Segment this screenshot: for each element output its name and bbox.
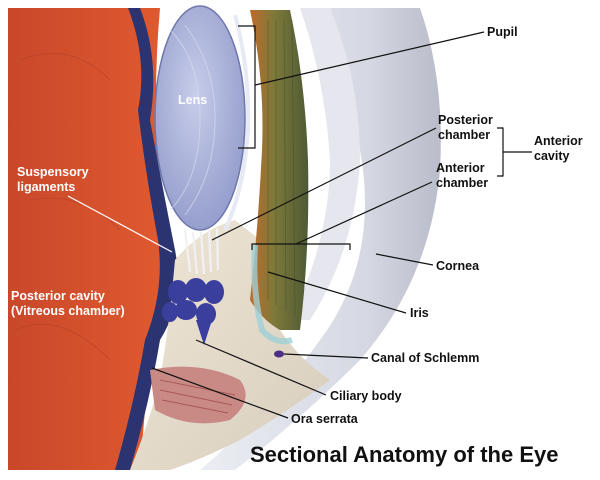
suspensory-ligaments-label-2: ligaments <box>17 180 75 194</box>
iris-pigment-edge <box>251 244 293 345</box>
lens-label: Lens <box>178 93 207 107</box>
diagram-title: Sectional Anatomy of the Eye <box>250 442 558 467</box>
vitreous-chamber <box>8 8 168 470</box>
canal-of-schlemm-structure <box>274 350 284 358</box>
ciliary-muscle <box>150 366 246 424</box>
ora-serrata-leader <box>151 367 289 419</box>
anterior-chamber <box>290 8 360 320</box>
pupil-label: Pupil <box>487 25 518 39</box>
anterior-chamber-bracket <box>251 243 351 250</box>
anterior-chamber-label-2: chamber <box>436 176 488 190</box>
posterior-cavity-label-2: (Vitreous chamber) <box>11 304 125 318</box>
pupil-leader <box>254 31 485 86</box>
ciliary-muscle-fibers <box>159 379 236 414</box>
ciliary-body-label: Ciliary body <box>330 389 402 403</box>
iris-label: Iris <box>410 306 429 320</box>
suspensory-ligament-fibers <box>183 227 220 275</box>
posterior-cavity-label-1: Posterior cavity <box>11 289 105 303</box>
ora-serrata-label: Ora serrata <box>291 412 359 426</box>
retinal-vessels <box>14 52 121 361</box>
ciliary-processes <box>162 278 224 345</box>
cornea-label: Cornea <box>436 259 480 273</box>
iris-texture <box>267 19 296 316</box>
posterior-chamber-label-2: chamber <box>438 128 490 142</box>
suspensory-ligaments-label-1: Suspensory <box>17 165 89 179</box>
canal-of-schlemm-label: Canal of Schlemm <box>371 351 479 365</box>
pupil-bracket <box>238 25 256 149</box>
iris-leader <box>267 271 407 314</box>
lens-capsule <box>223 14 251 231</box>
retina-band <box>115 8 178 470</box>
posterior-chamber-leader <box>211 127 437 241</box>
cornea <box>200 8 441 470</box>
lens-rings <box>169 24 216 216</box>
canal-leader <box>283 353 369 359</box>
iris <box>250 10 309 330</box>
cornea-leader <box>375 253 434 266</box>
anterior-chamber-label-1: Anterior <box>436 161 485 175</box>
anterior-chamber-leader <box>295 181 433 245</box>
posterior-chamber-label-1: Posterior <box>438 113 493 127</box>
ciliary-body-leader <box>195 339 327 396</box>
suspensory-leader <box>67 195 173 253</box>
anterior-cavity-label-1: Anterior <box>534 134 583 148</box>
anterior-cavity-label-2: cavity <box>534 149 569 163</box>
